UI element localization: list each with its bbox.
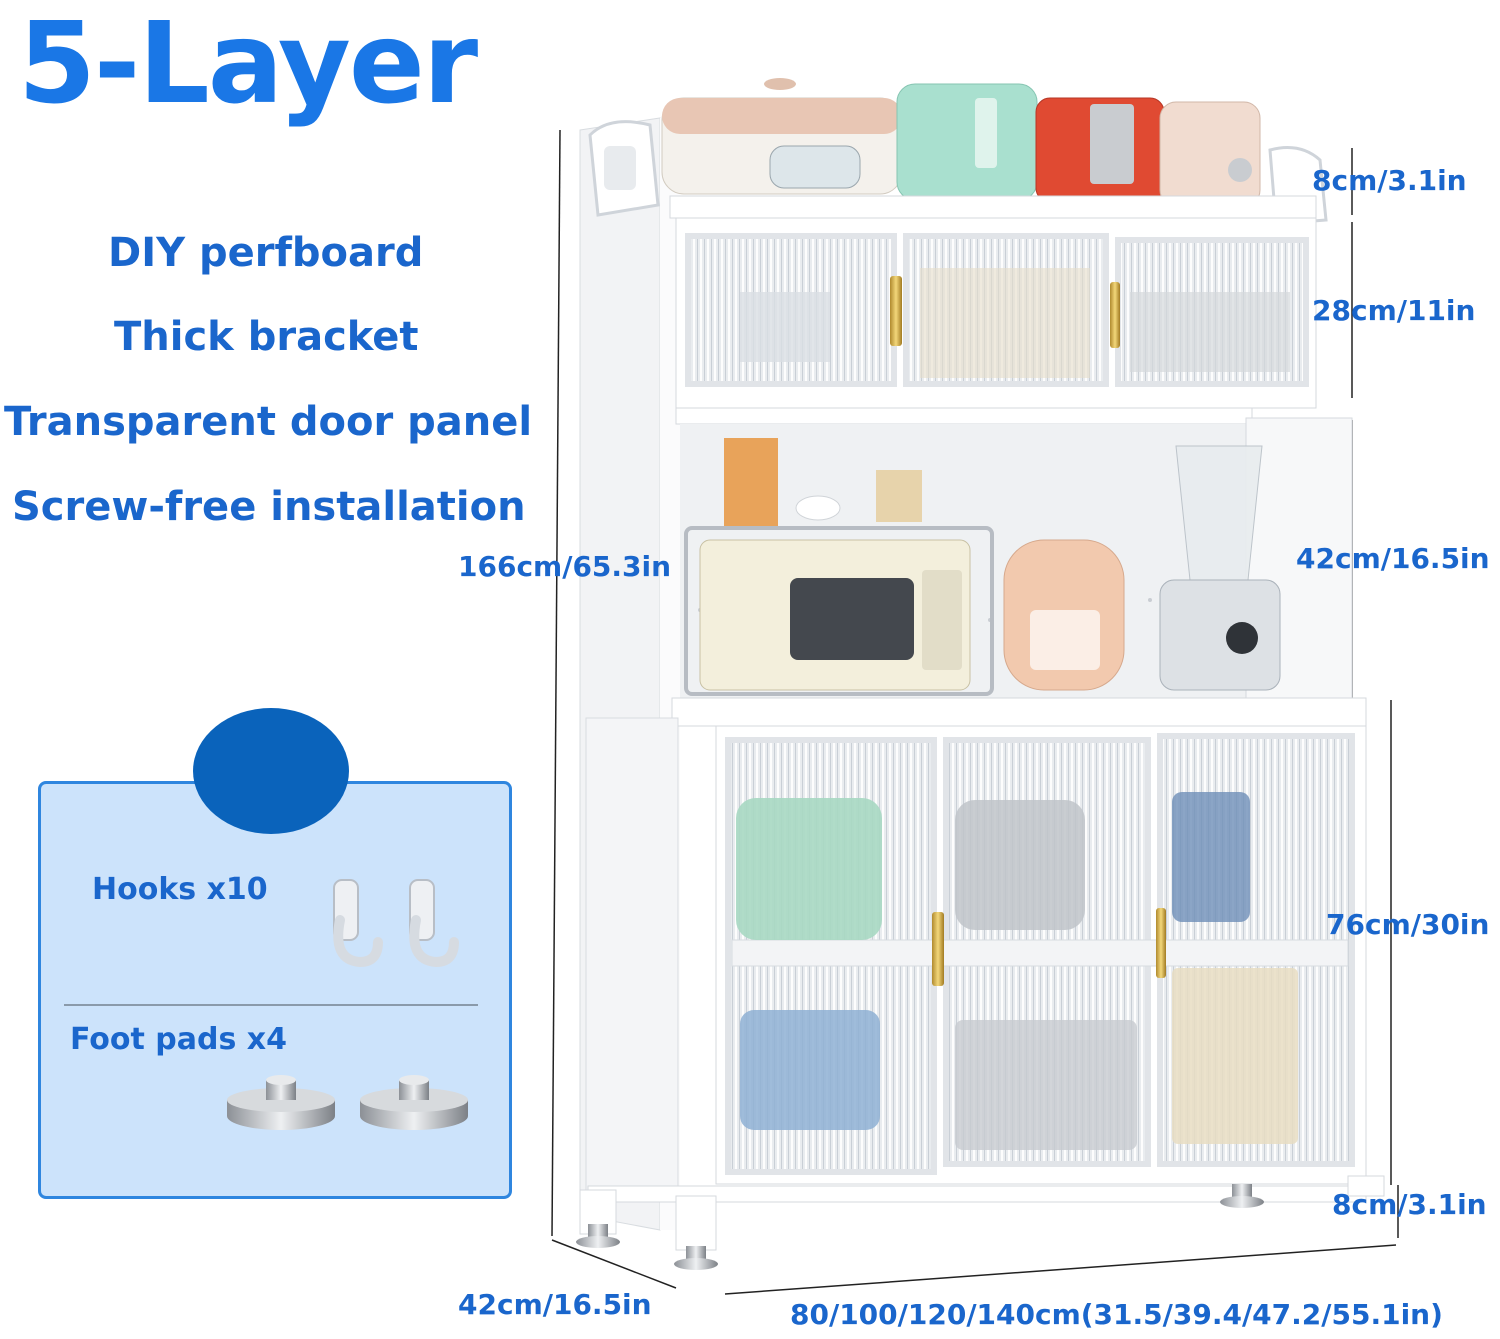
feature-transparent-door: Transparent door panel xyxy=(4,399,533,445)
feature-thick-bracket: Thick bracket xyxy=(114,314,419,360)
dim-foot-height: 8cm/3.1in xyxy=(1332,1188,1487,1221)
leveling-foot-icon xyxy=(576,1184,1264,1270)
kitchen-cabinet xyxy=(576,78,1385,1270)
dim-lower-cabinet: 76cm/30in xyxy=(1326,908,1490,941)
foot-pads-label: Foot pads x4 xyxy=(70,1022,288,1057)
foot-pad-icon xyxy=(360,1075,468,1130)
dim-total-height: 166cm/65.3in xyxy=(458,550,672,583)
card-badge-circle xyxy=(193,708,349,834)
dim-open-shelf: 42cm/16.5in xyxy=(1296,542,1490,575)
hook-icon xyxy=(333,879,383,968)
dim-upper-cabinet: 28cm/11in xyxy=(1312,294,1476,327)
hooks-label: Hooks x10 xyxy=(92,872,268,907)
page-title: 5-Layer xyxy=(18,0,478,129)
feature-screw-free: Screw-free installation xyxy=(12,484,526,530)
top-appliances xyxy=(661,78,1261,207)
card-divider xyxy=(64,1004,478,1006)
hook-icon xyxy=(409,879,459,968)
dim-top-gap: 8cm/3.1in xyxy=(1312,164,1467,197)
dim-depth: 42cm/16.5in xyxy=(458,1288,652,1321)
dim-width: 80/100/120/140cm(31.5/39.4/47.2/55.1in) xyxy=(790,1298,1443,1331)
feature-diy-perfboard: DIY perfboard xyxy=(108,230,424,276)
foot-pad-icon xyxy=(227,1075,335,1130)
